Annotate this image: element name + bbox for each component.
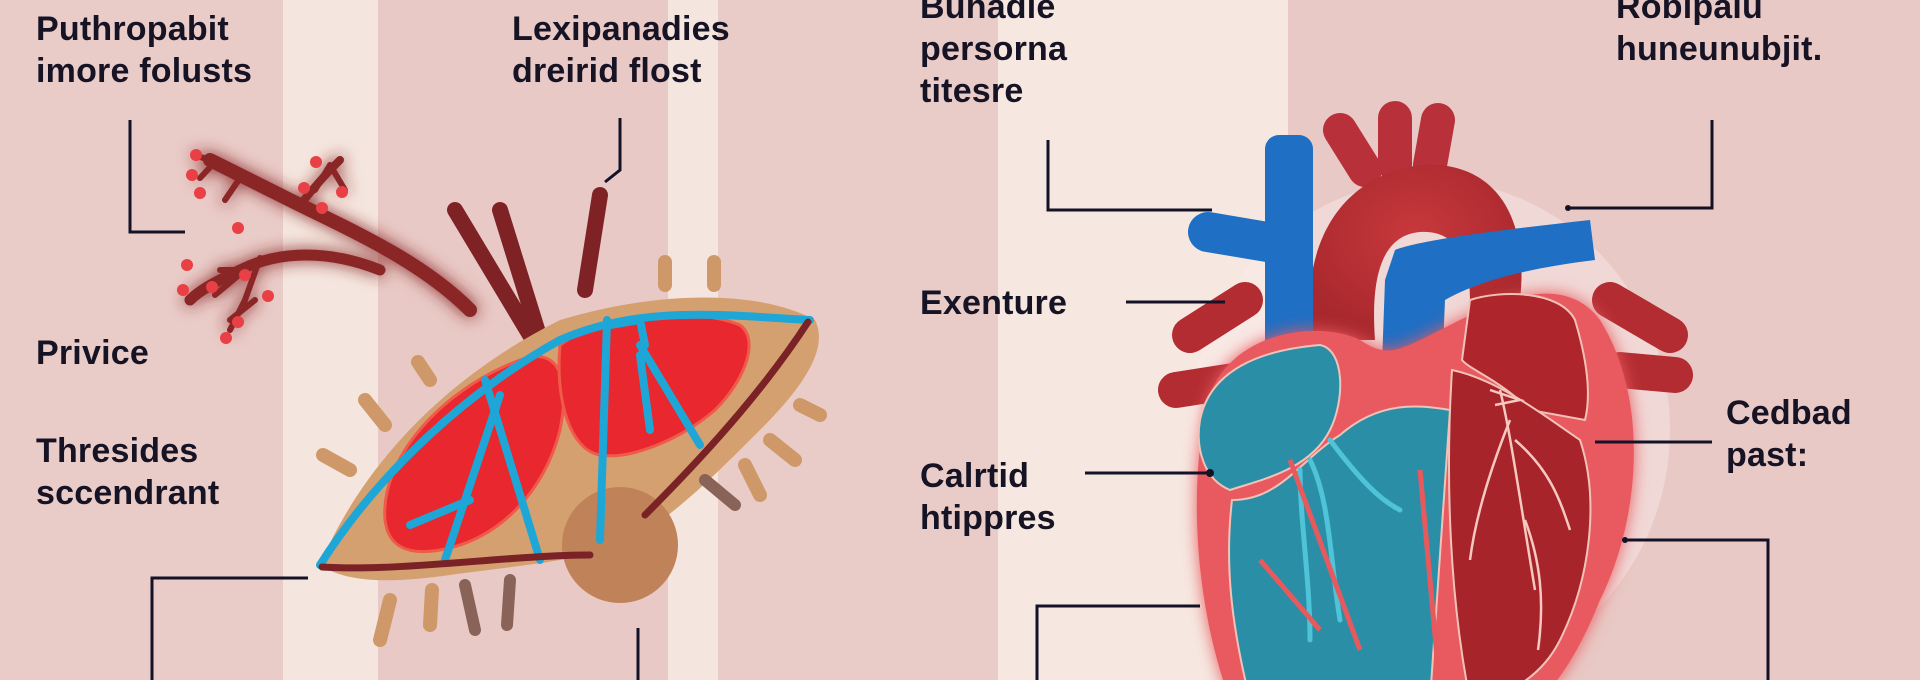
label-top-left: Puthropabit imore folusts	[36, 10, 253, 90]
background-stripe	[0, 0, 283, 680]
tissue-fringe	[316, 255, 827, 647]
brachiocephalic-vein	[1188, 212, 1305, 265]
organ-nodule	[562, 487, 678, 603]
label-top-center: Lexipanadies dreirid flost	[512, 10, 730, 90]
heart-illustration	[1035, 101, 1770, 680]
leader-dots	[1206, 205, 1628, 543]
leader-lines-right	[1035, 120, 1770, 680]
leader-lines-left	[128, 118, 640, 680]
alveoli-icon	[177, 149, 348, 344]
label-heart-top-left: Buhadie persorna titesre	[920, 0, 1068, 110]
purkinje-fibers	[1468, 388, 1572, 651]
label-heart-top-right: Robipalu huneunubjit.	[1616, 0, 1823, 68]
aortic-arch	[1308, 164, 1522, 340]
bronchial-tree-icon	[184, 152, 477, 333]
main-vessels-icon	[447, 187, 608, 368]
left-atrium	[1460, 293, 1589, 422]
label-heart-mid-right: Cedbad past:	[1726, 394, 1852, 474]
nerve-lines	[318, 318, 812, 572]
label-heart-mid-left: Exenture	[920, 284, 1068, 322]
label-lower-left: Thresides sccendrant	[36, 432, 220, 512]
label-mid-left: Privice	[36, 334, 149, 372]
aortic-branches	[1323, 101, 1455, 187]
coronary-lines	[1258, 459, 1442, 680]
tissue-fringe-dark	[459, 474, 741, 636]
left-ventricle	[1448, 368, 1592, 680]
lung-organ-illustration	[128, 118, 827, 680]
right-atrium	[1197, 343, 1342, 492]
label-heart-lower-left: Calrtid htippres	[920, 457, 1056, 537]
blood-vessels-icon	[316, 310, 814, 569]
